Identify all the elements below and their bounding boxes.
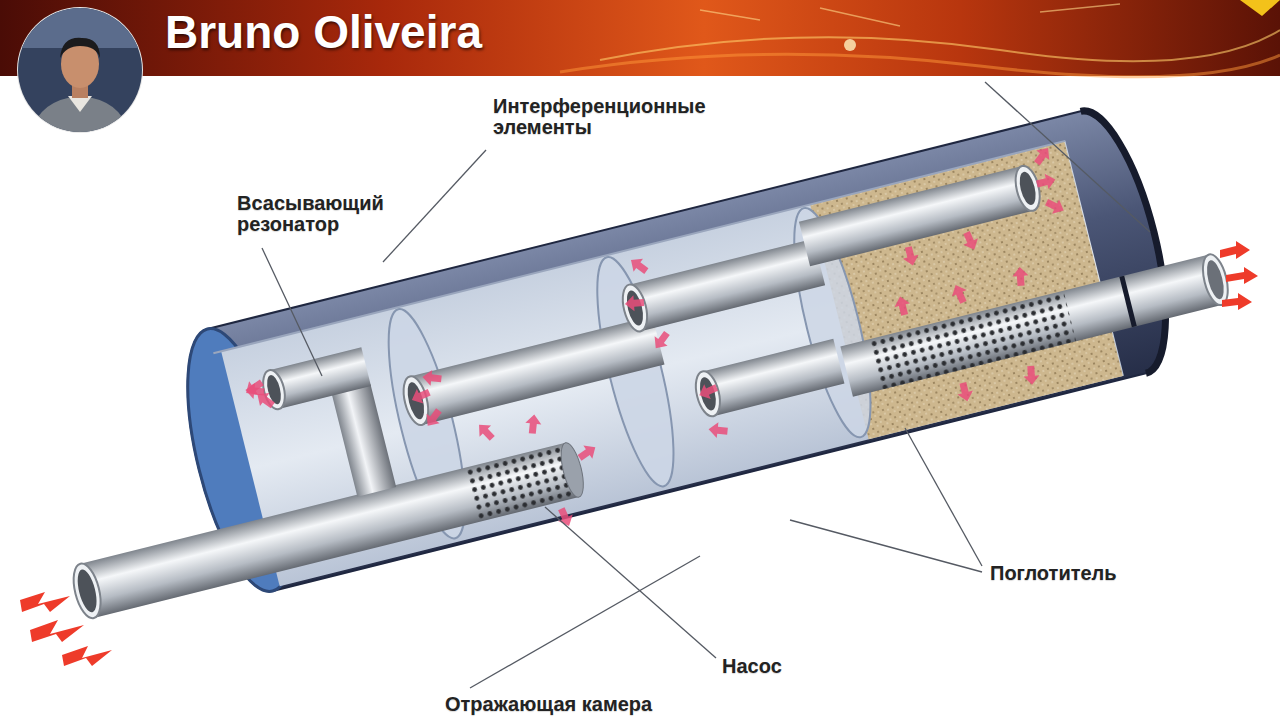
header-band: [0, 0, 1280, 76]
flow-arrows: [626, 253, 651, 277]
avatar: [68, 96, 92, 112]
header-band: [0, 0, 1280, 77]
leader-lines: [985, 82, 1150, 232]
flow-arrows: [253, 388, 278, 412]
muffler-body: [869, 291, 1076, 390]
flow-arrows: [1030, 143, 1054, 168]
flow-arrows: [575, 441, 600, 465]
muffler-body: [557, 441, 588, 500]
leader-lines: [383, 150, 486, 262]
leader-lines: [470, 556, 700, 688]
muffler-body: [410, 316, 665, 425]
flow-arrows: [892, 295, 912, 317]
muffler-body: [1122, 276, 1135, 326]
part-label: Всасывающий резонатор: [237, 193, 417, 235]
flow-arrows: [409, 385, 433, 407]
flow-arrows: [901, 245, 921, 267]
muffler-body: [1011, 163, 1043, 213]
muffler-body: [629, 239, 825, 332]
header-band: [700, 4, 1120, 26]
muffler-body: [69, 561, 106, 621]
muffler-body: [213, 141, 1065, 353]
muffler-body: [840, 254, 1221, 396]
flow-arrows: [1023, 365, 1040, 385]
muffler-body: [702, 339, 844, 416]
muffler-body: [799, 166, 1033, 266]
flow-arrows: [649, 328, 673, 353]
leader-lines: [262, 248, 322, 376]
flow-arrows: [955, 381, 975, 403]
muffler-body: [332, 384, 396, 497]
exhaust-arrows: [62, 646, 112, 666]
avatar: [60, 38, 100, 58]
part-label: Насос: [722, 656, 782, 677]
leader-lines: [262, 82, 1150, 688]
part-label: Поглотитель: [990, 563, 1117, 584]
muffler-body: [618, 282, 651, 334]
flow-arrows: [231, 141, 1114, 596]
part-label: Отражающая камера: [445, 694, 652, 715]
muffler-body: [624, 289, 646, 327]
header-band: [1240, 0, 1280, 16]
header-band: [844, 39, 856, 51]
muffler-body: [692, 369, 724, 419]
flow-arrows: [959, 229, 981, 253]
exhaust-arrows: [1222, 293, 1252, 310]
muffler-body: [80, 443, 579, 618]
exhaust-arrows: [1226, 267, 1258, 284]
flow-arrows: [524, 414, 542, 435]
avatar: [30, 96, 130, 140]
muffler-body: [1017, 170, 1039, 206]
part-label: Интерференционные элементы: [493, 96, 743, 138]
flow-arrows: [1012, 266, 1029, 286]
avatar: [17, 7, 143, 140]
leader-lines: [905, 428, 982, 566]
flow-arrows: [473, 419, 498, 444]
leader-lines: [790, 520, 982, 572]
muffler-body: [1204, 259, 1227, 301]
channel-name: Bruno Oliveira: [165, 8, 482, 56]
exhaust-arrows: [1220, 241, 1250, 259]
header-band: [560, 54, 1280, 76]
leader-lines: [545, 507, 716, 658]
flow-arrows: [696, 380, 720, 402]
avatar: [18, 8, 142, 140]
exhaust-arrows: [20, 241, 1258, 666]
exhaust-arrows: [20, 592, 70, 612]
flow-arrows: [421, 406, 445, 431]
exhaust-arrows: [30, 620, 84, 642]
flow-arrows: [708, 421, 729, 439]
flow-arrows: [624, 295, 644, 312]
flow-arrows: [422, 369, 443, 387]
muffler-body: [74, 568, 100, 615]
flow-arrows: [948, 282, 970, 306]
flow-arrows: [1043, 195, 1067, 218]
flow-arrows: [1035, 172, 1057, 192]
muffler-body: [21, 87, 1246, 647]
